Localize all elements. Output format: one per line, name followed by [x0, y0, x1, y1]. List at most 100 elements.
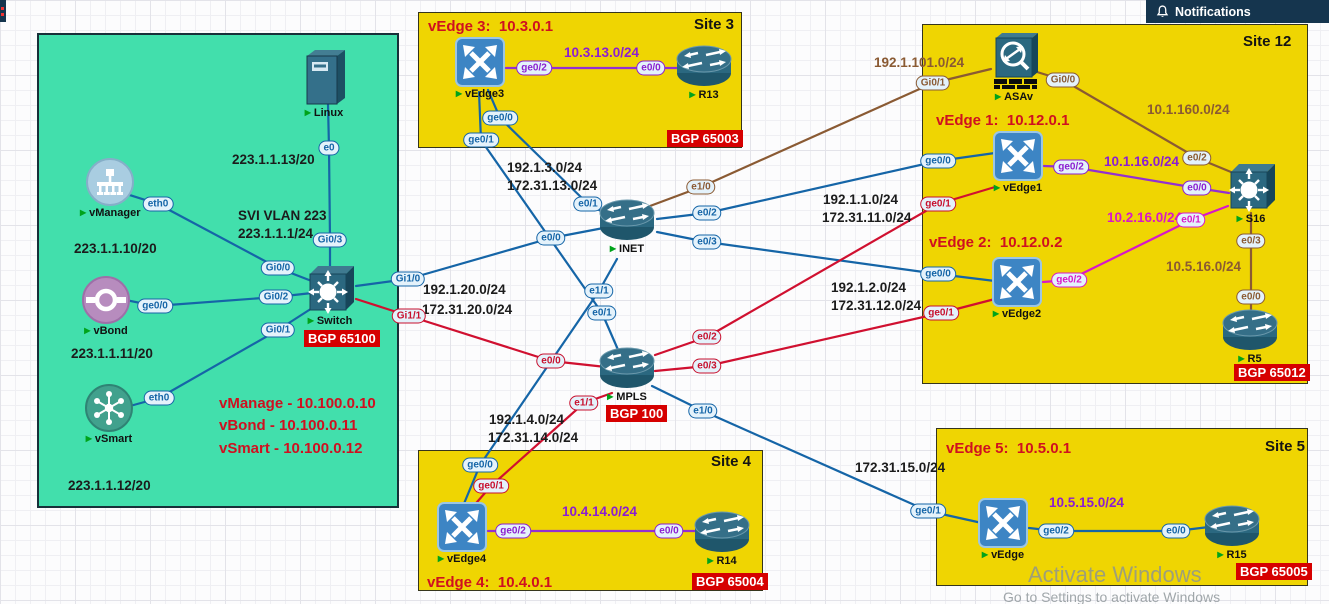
- badge-bgp-65003: BGP 65003: [667, 130, 743, 147]
- node-vedge4[interactable]: ▶vEdge4: [437, 502, 487, 565]
- label-v5-r15-net: 10.5.15.0/24: [1049, 495, 1125, 510]
- badge-bgp-100: BGP 100: [606, 405, 668, 422]
- site5-title: Site 5: [1265, 438, 1306, 455]
- link-inet-vedge1[interactable]: [655, 151, 997, 221]
- link-inet-vedge2[interactable]: [655, 230, 997, 283]
- port-vedge4-ge01[interactable]: ge0/1: [473, 478, 509, 494]
- port-mpls-e00[interactable]: e0/0: [536, 353, 566, 369]
- node-label: vEdge3: [465, 88, 505, 100]
- label-vbond-ip: 223.1.1.11/20: [71, 346, 153, 361]
- port-switch-gi01[interactable]: Gi0/1: [260, 322, 296, 338]
- port-vedge3-ge01[interactable]: ge0/1: [463, 132, 499, 148]
- port-r14-e00[interactable]: e0/0: [654, 523, 684, 539]
- port-vedge2-ge01[interactable]: ge0/1: [923, 305, 959, 321]
- port-vedge2-ge00[interactable]: ge0/0: [920, 266, 956, 282]
- port-r15-e00[interactable]: e0/0: [1161, 523, 1191, 539]
- vedge-router-icon: [993, 131, 1043, 181]
- port-mpls-e01[interactable]: e0/1: [587, 305, 617, 321]
- port-switch-gi10[interactable]: Gi1/0: [390, 271, 426, 287]
- node-r15[interactable]: ▶R15: [1204, 504, 1260, 561]
- link-inet-asav[interactable]: [648, 67, 993, 208]
- node-r14[interactable]: ▶R14: [694, 510, 750, 567]
- port-vedge3-ge02[interactable]: ge0/2: [516, 60, 552, 76]
- port-mpls-e11[interactable]: e1/1: [569, 395, 599, 411]
- node-linux[interactable]: ▶Linux: [303, 48, 345, 119]
- port-vedge5-ge02[interactable]: ge0/2: [1038, 523, 1074, 539]
- port-r5-e00[interactable]: e0/0: [1236, 289, 1266, 305]
- node-label: ASAv: [1004, 91, 1034, 103]
- link-switch-mpls[interactable]: [354, 297, 608, 369]
- port-switch-gi02[interactable]: Gi0/2: [258, 289, 294, 305]
- node-vedge2[interactable]: ▶vEdge2: [992, 257, 1042, 320]
- label-svi-ip: 223.1.1.1/24: [238, 226, 314, 241]
- label-inet-asav-net: 192.1.101.0/24: [874, 55, 965, 70]
- label-sw-inet-net: 192.1.20.0/24: [423, 282, 506, 297]
- port-vedge4-ge00[interactable]: ge0/0: [462, 457, 498, 473]
- node-r13[interactable]: ▶R13: [676, 44, 732, 101]
- node-switch[interactable]: ▶Switch: [304, 262, 356, 327]
- vbond-icon: [82, 276, 130, 324]
- port-s16-e00[interactable]: e0/0: [1182, 180, 1212, 196]
- port-asav-gi00[interactable]: Gi0/0: [1045, 72, 1081, 88]
- node-inet[interactable]: ▶INET: [599, 198, 655, 255]
- link-mpls-vedge5[interactable]: [650, 384, 984, 525]
- port-inet-e10[interactable]: e1/0: [686, 179, 716, 195]
- link-mpls-vedge2[interactable]: [653, 297, 997, 373]
- port-s16-e01[interactable]: e0/1: [1176, 212, 1206, 228]
- node-label: Linux: [313, 107, 344, 119]
- port-mpls-e03[interactable]: e0/3: [692, 358, 722, 374]
- port-inet-e00[interactable]: e0/0: [536, 230, 566, 246]
- link-switch-inet[interactable]: [354, 224, 616, 288]
- node-r5[interactable]: ▶R5: [1222, 308, 1278, 365]
- node-vmanager[interactable]: ▶vManager: [80, 158, 141, 219]
- port-mpls-e10[interactable]: e1/0: [688, 403, 718, 419]
- port-mpls-e02[interactable]: e0/2: [692, 329, 722, 345]
- port-asav-gi01[interactable]: Gi0/1: [915, 75, 951, 91]
- port-linux-e0[interactable]: e0: [318, 140, 340, 156]
- port-inet-e02[interactable]: e0/2: [692, 205, 722, 221]
- node-asav[interactable]: ▶ASAv: [988, 32, 1040, 103]
- port-s16-e02[interactable]: e0/2: [1182, 150, 1212, 166]
- port-s16-e03[interactable]: e0/3: [1236, 233, 1266, 249]
- port-vbond-ge00[interactable]: ge0/0: [137, 298, 173, 314]
- link-vedge3-mpls[interactable]: [477, 90, 621, 354]
- port-vedge1-ge02[interactable]: ge0/2: [1053, 159, 1089, 175]
- node-vedge3[interactable]: ▶vEdge3: [455, 37, 505, 100]
- link-mpls-vedge4[interactable]: [469, 391, 614, 511]
- running-indicator: ▶: [1217, 550, 1224, 559]
- node-s16[interactable]: ▶S16: [1225, 160, 1277, 225]
- port-vedge1-ge00[interactable]: ge0/0: [920, 153, 956, 169]
- port-inet-e11[interactable]: e1/1: [584, 283, 614, 299]
- port-vedge3-ge00[interactable]: ge0/0: [482, 110, 518, 126]
- label-svi-vlan: SVI VLAN 223: [238, 208, 327, 223]
- node-vedge5[interactable]: ▶vEdge: [978, 498, 1028, 561]
- router-icon: [1204, 505, 1260, 546]
- port-vmanager-eth0[interactable]: eth0: [142, 196, 174, 212]
- node-vbond[interactable]: ▶vBond: [82, 276, 130, 337]
- node-vsmart[interactable]: ▶vSmart: [85, 384, 133, 445]
- port-inet-e03[interactable]: e0/3: [692, 234, 722, 250]
- running-indicator: ▶: [607, 392, 614, 401]
- router-icon: [599, 347, 655, 388]
- port-switch-gi11[interactable]: Gi1/1: [391, 308, 427, 324]
- link-mpls-vedge1[interactable]: [653, 185, 997, 357]
- link-inet-vedge4[interactable]: [461, 257, 619, 508]
- link-linux-switch[interactable]: [326, 102, 332, 272]
- port-vedge1-ge01[interactable]: ge0/1: [920, 196, 956, 212]
- link-vmanager-switch[interactable]: [118, 190, 324, 287]
- port-r13-e00[interactable]: e0/0: [636, 60, 666, 76]
- node-label: MPLS: [616, 391, 647, 403]
- port-vsmart-eth0[interactable]: eth0: [143, 390, 175, 406]
- node-vedge1[interactable]: ▶vEdge1: [993, 131, 1043, 194]
- port-switch-gi00[interactable]: Gi0/0: [260, 260, 296, 276]
- running-indicator: ▶: [994, 92, 1002, 101]
- node-mpls[interactable]: ▶MPLS: [599, 346, 655, 403]
- port-vedge4-ge02[interactable]: ge0/2: [495, 523, 531, 539]
- notifications-button[interactable]: Notifications: [1146, 0, 1329, 23]
- port-inet-e01[interactable]: e0/1: [573, 196, 603, 212]
- port-vedge2-ge02[interactable]: ge0/2: [1051, 272, 1087, 288]
- port-vedge5-ge01[interactable]: ge0/1: [910, 503, 946, 519]
- running-indicator: ▶: [1236, 214, 1243, 223]
- router-icon: [1222, 309, 1278, 350]
- port-switch-gi03[interactable]: Gi0/3: [312, 232, 348, 248]
